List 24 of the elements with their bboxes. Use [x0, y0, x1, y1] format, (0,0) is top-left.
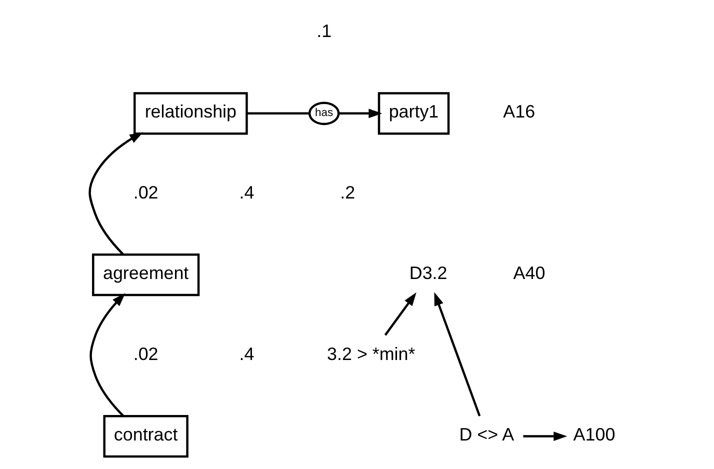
node-text: D3.2 — [409, 263, 448, 284]
arrow — [338, 108, 382, 118]
node-ellipse: has — [308, 102, 340, 126]
arrow — [90, 293, 126, 416]
node-box: agreement — [92, 254, 200, 296]
label: A16 — [503, 102, 536, 122]
label: A40 — [513, 263, 546, 284]
arrow — [384, 292, 416, 336]
node-box: party1 — [378, 92, 450, 135]
connector — [246, 112, 310, 115]
node-text: A100 — [573, 424, 616, 445]
node-text: 3.2 > *min* — [327, 344, 416, 364]
label: .2 — [340, 182, 356, 202]
label: .4 — [239, 344, 254, 364]
label: .02 — [133, 344, 158, 364]
label: .1 — [316, 20, 332, 41]
arrow — [88, 132, 144, 255]
node-text: D <> A — [459, 424, 514, 445]
node-box: contract — [103, 415, 188, 458]
node-box: relationship — [134, 92, 248, 135]
label: .4 — [239, 182, 254, 202]
arrow — [523, 432, 568, 441]
label: .02 — [133, 182, 158, 202]
arrow — [434, 292, 481, 416]
